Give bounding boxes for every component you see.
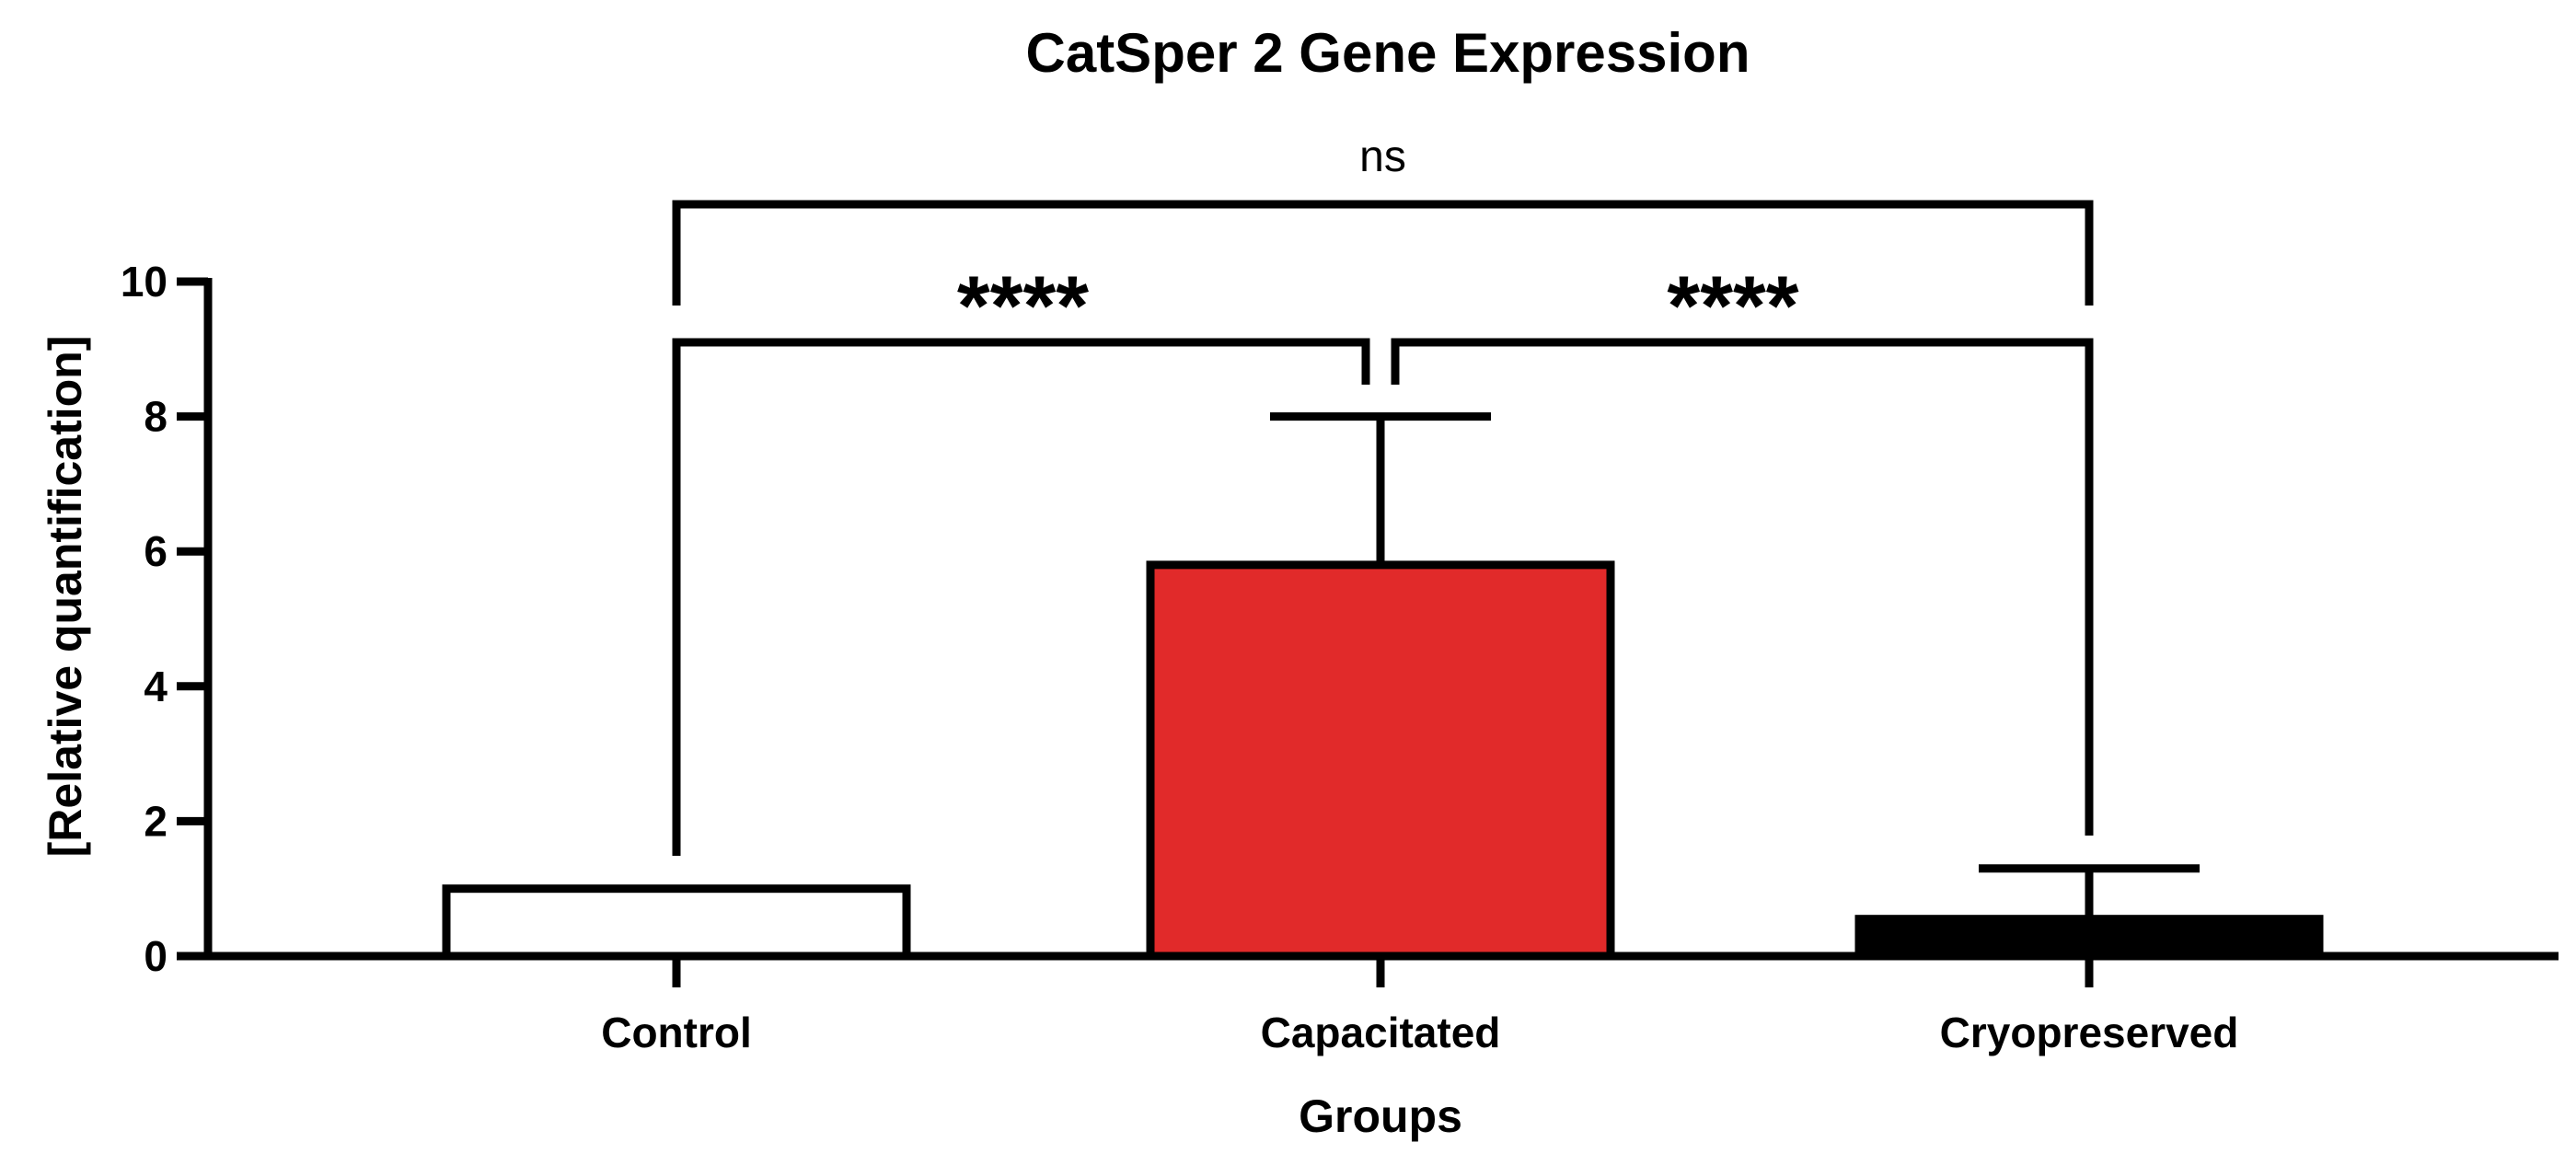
x-axis-label: Groups: [1299, 1090, 1462, 1142]
y-tick-label: 6: [144, 527, 167, 575]
y-tick-label: 10: [121, 258, 167, 306]
bar-2: [1146, 560, 1615, 961]
x-tick-label: Control: [601, 1009, 752, 1056]
chart-title: CatSper 2 Gene Expression: [1026, 22, 1750, 84]
bar-3: [1854, 915, 2324, 961]
y-tick-label: 4: [144, 663, 167, 710]
x-tick-label: Capacitated: [1261, 1009, 1501, 1056]
y-tick-label: 8: [144, 393, 167, 441]
y-tick-label: 2: [144, 797, 167, 845]
significance-label-control-capacitated: ****: [957, 260, 1089, 353]
bar-1: [442, 884, 911, 961]
y-axis-label: [Relative quantification]: [40, 336, 91, 858]
significance-bracket-control-capacitated: [672, 338, 1370, 856]
significance-label-ns: ns: [1359, 133, 1406, 181]
y-tick-label: 0: [144, 932, 167, 980]
significance-label-capacitated-cryopreserved: ****: [1667, 260, 1798, 353]
significance-bracket-ns: [672, 200, 2094, 306]
significance-bracket-capacitated-cryopreserved: [1391, 338, 2094, 836]
x-tick-label: Cryopreserved: [1940, 1009, 2239, 1056]
